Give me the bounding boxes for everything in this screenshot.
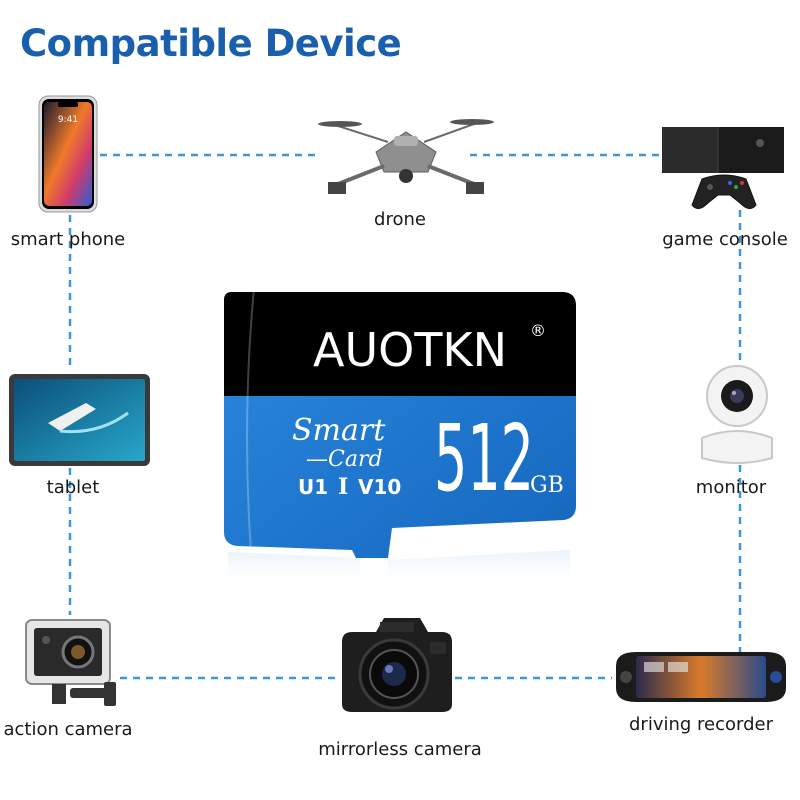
card-unit: GB — [530, 473, 564, 498]
memory-card: AUOTKN ® Smart —Card U1 I V10 512 GB — [224, 292, 576, 588]
mirrorless-camera-icon — [342, 618, 452, 712]
card-speed-u: U1 — [298, 475, 328, 499]
game-console-icon — [662, 127, 784, 209]
label-game-console: game console — [662, 229, 788, 250]
label-tablet: tablet — [46, 477, 100, 498]
label-smart-phone: smart phone — [10, 229, 126, 250]
card-line1: Smart — [292, 413, 386, 448]
phone-time: 9:41 — [58, 115, 78, 125]
label-monitor: monitor — [695, 477, 767, 498]
tablet-icon — [9, 374, 150, 466]
label-driving-recorder: driving recorder — [628, 714, 774, 735]
card-registered-mark: ® — [530, 321, 546, 340]
drone-icon — [318, 119, 494, 194]
page-title: Compatible Device — [20, 22, 402, 65]
smart-phone-icon: 9:41 — [38, 95, 98, 213]
driving-recorder-icon — [616, 652, 786, 702]
label-action-camera: action camera — [3, 719, 133, 740]
label-drone: drone — [374, 209, 426, 230]
card-line2: —Card — [306, 447, 383, 472]
monitor-icon — [701, 365, 773, 464]
card-brand: AUOTKN — [313, 323, 507, 377]
card-speed-v: V10 — [358, 475, 401, 499]
label-mirrorless-camera: mirrorless camera — [318, 739, 482, 760]
action-camera-icon — [25, 619, 116, 706]
card-capacity: 512 — [434, 405, 534, 512]
card-speed-class: I — [338, 474, 348, 500]
